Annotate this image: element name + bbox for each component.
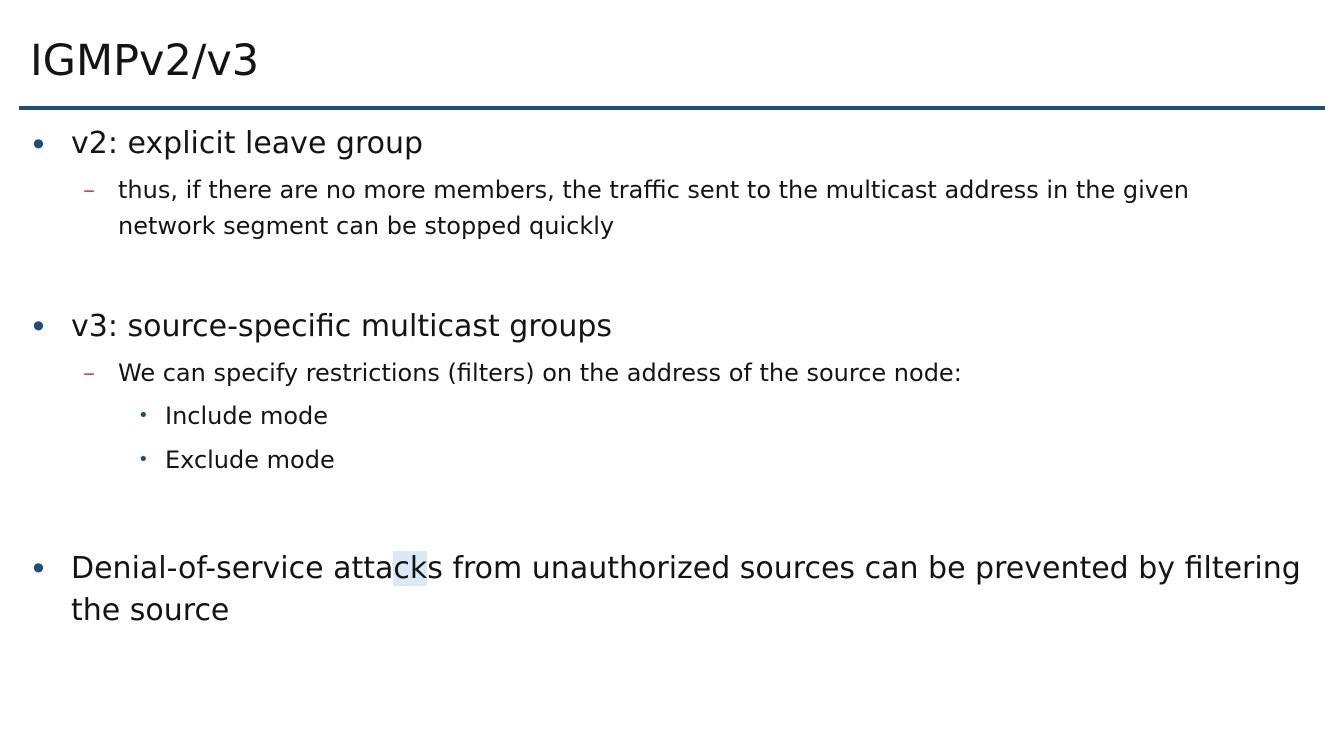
title-underline [19,106,1325,110]
bullet-dos-text-after: s from unauthorized sources can be preve… [71,551,1301,628]
slide-title: IGMPv2/v3 [30,36,260,86]
sub-bullet-v2-detail: thus, if there are no more members, the … [118,176,1189,240]
dash-icon: – [83,176,95,204]
bullet-dos: Denial-of-service attacks from unauthori… [71,548,1301,632]
sub-sub-bullet-exclude: Exclude mode [165,446,335,474]
sub-sub-bullet-include: Include mode [165,402,329,430]
bullet-dos-text-before: Denial-of-service atta [71,551,394,586]
text-selection-highlight: ck [393,551,428,586]
bullet-icon: • [29,550,48,588]
bullet-v2: v2: explicit leave group [71,126,424,161]
bullet-icon: • [29,308,48,346]
bullet-icon: • [29,126,48,164]
bullet-v3: v3: source-specific multicast groups [71,309,613,344]
dash-icon: – [83,359,95,387]
bullet-icon: • [138,405,149,426]
bullet-icon: • [138,449,149,470]
sub-bullet-v3-detail: We can specify restrictions (filters) on… [118,359,962,387]
